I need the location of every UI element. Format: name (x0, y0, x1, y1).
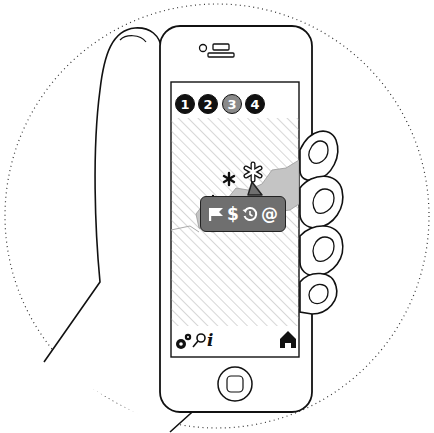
speaker (213, 44, 229, 50)
speaker (208, 53, 234, 57)
asterisk-marker-outline (246, 164, 260, 180)
phone-body (160, 26, 312, 412)
icon-symbol: $ (227, 205, 239, 223)
finger-nails (309, 141, 334, 303)
bubble-pointer (248, 182, 262, 195)
step-number-circle: 1 (175, 94, 195, 114)
settings-icon (176, 334, 191, 349)
home-button-icon (227, 376, 243, 392)
map-region (196, 160, 299, 232)
search-icon (193, 334, 205, 347)
home-button (218, 367, 252, 401)
flag-icon (208, 206, 224, 222)
step-number: 1 (180, 98, 189, 111)
fingers (300, 131, 343, 314)
step-number-circle: 2 (198, 94, 218, 114)
camera (200, 45, 207, 52)
home-icon (280, 331, 296, 348)
icon-symbol: @ (261, 205, 278, 223)
step-number: 4 (250, 98, 259, 111)
phone-screen (171, 82, 299, 357)
map-road (171, 226, 199, 232)
map-hatching (171, 118, 299, 326)
step-number-circle: 3 (222, 94, 242, 114)
thumb-nail (120, 36, 146, 42)
step-number: 3 (227, 98, 236, 111)
speech-bubble: $@ (200, 196, 286, 232)
step-number: 2 (203, 98, 212, 111)
step-number-circle: 4 (245, 94, 265, 114)
info-icon: i (207, 330, 213, 350)
clock-icon (242, 206, 258, 222)
